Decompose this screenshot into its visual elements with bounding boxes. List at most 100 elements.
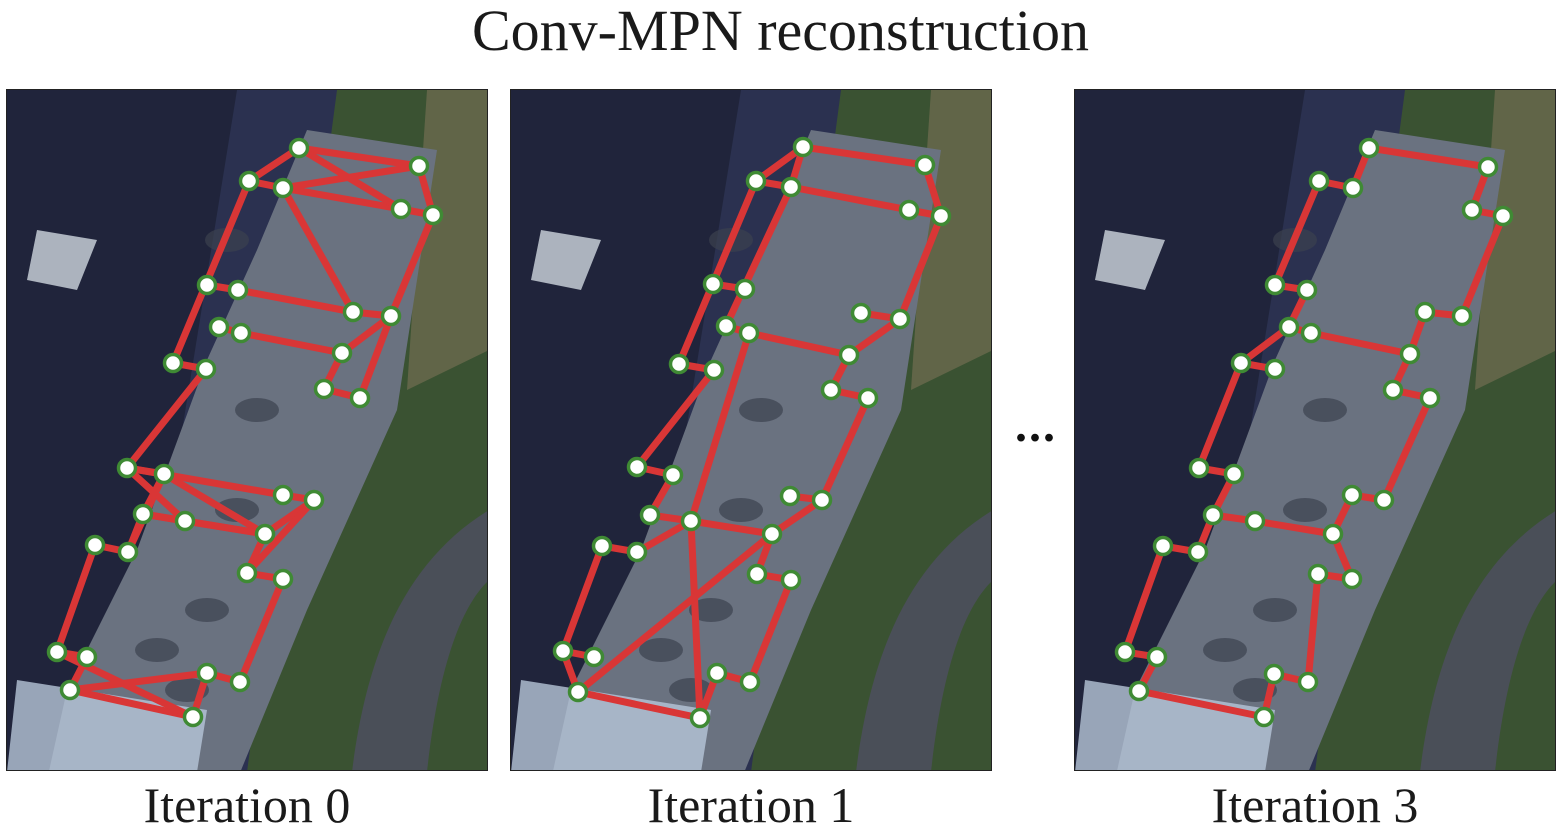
graph-edge (236, 575, 287, 686)
corner-node (1477, 156, 1499, 178)
graph-edge (356, 312, 395, 402)
corner-node (1419, 387, 1441, 409)
graph-edge (746, 576, 795, 686)
graph-edge (1307, 329, 1414, 358)
corner-node (272, 568, 294, 590)
panel-2-graph (1075, 90, 1555, 770)
corner-group (552, 136, 952, 729)
bright-wall (1075, 680, 1275, 770)
corner-node (668, 353, 690, 375)
panel-iteration-0 (6, 89, 488, 771)
corner-node (1341, 568, 1363, 590)
corner-node (591, 535, 613, 557)
corner-node (898, 199, 920, 221)
bright-car (27, 230, 97, 290)
corner-node (761, 523, 783, 545)
corner-node (272, 177, 294, 199)
roof-fixture (235, 398, 279, 422)
corner-node (1492, 205, 1514, 227)
graph-edge (633, 517, 695, 556)
corner-node (626, 541, 648, 563)
corner-node (780, 569, 802, 591)
corner-node (715, 315, 737, 337)
corner-node (739, 671, 761, 693)
graph-edge (896, 212, 945, 323)
corner-node (380, 305, 402, 327)
corner-node (1322, 523, 1344, 545)
graph-edge (160, 470, 269, 538)
roof-fixture (739, 398, 783, 422)
graph-edge (53, 541, 99, 656)
graph-edge (799, 143, 929, 169)
graph-edge (237, 329, 346, 357)
graph-edge (139, 510, 269, 538)
corner-node (303, 489, 325, 511)
corner-node (84, 534, 106, 556)
corner-node (780, 176, 802, 198)
corner-node (639, 504, 661, 526)
graph-edge (1365, 144, 1492, 171)
graph-edge (1380, 394, 1434, 504)
graph-edge (687, 329, 753, 525)
corner-node (227, 279, 249, 301)
corner-node (117, 541, 139, 563)
corner-group (46, 137, 444, 728)
graph-edge (574, 530, 776, 696)
roof-fixture (1203, 638, 1247, 662)
roof-fixture (719, 498, 763, 522)
building-roof (553, 130, 941, 770)
corner-group (1114, 137, 1514, 728)
corner-node (1152, 535, 1174, 557)
graph-edge (687, 517, 704, 722)
corner-node (626, 456, 648, 478)
corner-node (779, 485, 801, 507)
corner-node (1308, 170, 1330, 192)
roof-fixture (1283, 498, 1327, 522)
corner-node (1187, 541, 1209, 563)
graph-edge (1135, 687, 1268, 721)
graph-edge (295, 144, 405, 213)
corner-node (238, 170, 260, 192)
corner-node (1382, 379, 1404, 401)
corner-node (1296, 279, 1318, 301)
ellipsis-separator: ... (1015, 399, 1057, 452)
corner-node (702, 273, 724, 295)
corner-node (1128, 680, 1150, 702)
graph-edge (123, 464, 287, 499)
corner-node (132, 503, 154, 525)
caption-iteration-0: Iteration 0 (143, 777, 351, 833)
figure-title: Conv-MPN reconstruction (472, 0, 1089, 63)
corner-node (706, 662, 728, 684)
corner-node (1300, 322, 1322, 344)
graph-edge (66, 686, 197, 721)
corner-node (1414, 301, 1436, 323)
roof-fixture (689, 598, 733, 622)
roof-fixture (135, 638, 179, 662)
corner-node (288, 137, 310, 159)
corner-node (349, 387, 371, 409)
corner-node (313, 378, 335, 400)
panel-iteration-3 (1074, 89, 1556, 771)
corner-node (59, 679, 81, 701)
corner-node (1146, 646, 1168, 668)
corner-node (1264, 358, 1286, 380)
corner-node (811, 489, 833, 511)
graph-edge (279, 184, 405, 213)
bright-wall (511, 680, 711, 770)
corner-node (46, 641, 68, 663)
bright-car (531, 230, 601, 290)
graph-edge (675, 177, 760, 368)
roof-fixture (1253, 598, 1297, 622)
graph-edge (818, 394, 872, 504)
corner-node (1263, 663, 1285, 685)
corner-node (1461, 199, 1483, 221)
corner-node (1230, 352, 1252, 374)
graph-edge (387, 211, 437, 320)
caption-iteration-3: Iteration 3 (1211, 777, 1419, 833)
corner-node (850, 302, 872, 324)
corner-node (930, 205, 952, 227)
road-curve (352, 511, 487, 770)
corner-node (567, 681, 589, 703)
corner-node (1202, 504, 1224, 526)
corner-node (1342, 177, 1364, 199)
